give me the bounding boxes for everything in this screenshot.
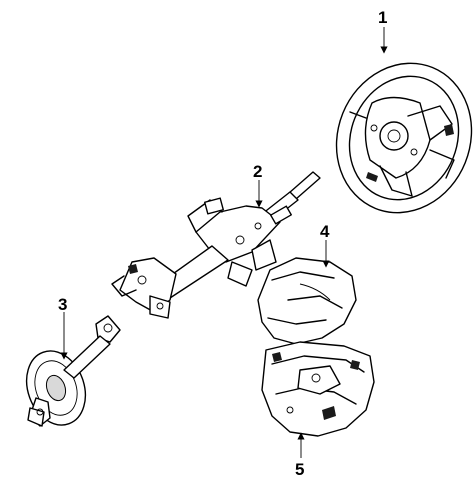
steering-column [111,171,321,319]
intermediate-shaft [25,315,121,427]
callout-5: 5 [295,460,304,479]
steering-wheel [335,62,473,214]
upper-column-cover [257,257,357,345]
callout-1: 1 [378,8,387,27]
callout-3: 3 [58,295,67,314]
callout-4: 4 [320,222,330,241]
callout-2: 2 [253,162,262,181]
callout-labels: 1 2 3 4 5 [58,8,387,479]
lower-column-cover [261,341,375,437]
leader-lines [60,27,388,458]
